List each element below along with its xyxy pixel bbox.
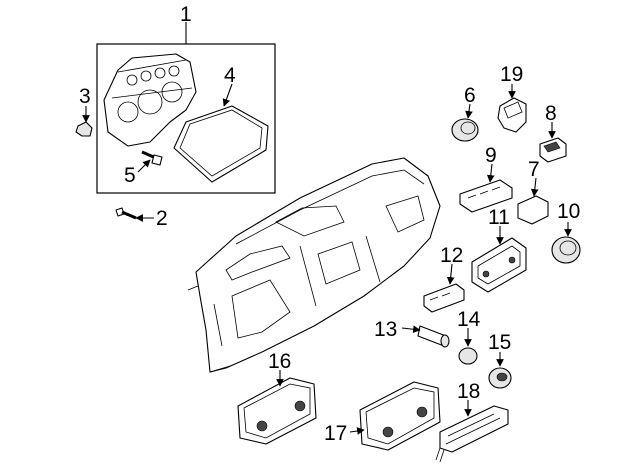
cluster-lens (173, 105, 269, 183)
socket-cap (458, 347, 478, 365)
climate-control-16 (237, 377, 317, 445)
cluster-screw (141, 150, 163, 166)
switch-panel-9 (459, 179, 513, 213)
callout-3: 3 (79, 85, 91, 108)
ignition-switch (497, 97, 527, 133)
callout-9: 9 (485, 144, 497, 167)
power-socket (488, 367, 512, 389)
callout-5: 5 (124, 164, 136, 187)
callout-6: 6 (464, 84, 476, 107)
control-switch-8 (539, 137, 567, 163)
leader-lines (82, 22, 572, 435)
module-7 (517, 195, 549, 225)
callout-15: 15 (488, 331, 511, 354)
callout-19: 19 (500, 63, 523, 86)
retaining-clip (75, 121, 93, 137)
radio-receiver (471, 237, 527, 293)
callout-7: 7 (528, 158, 540, 181)
switch-knob-10 (551, 236, 581, 264)
callout-14: 14 (457, 308, 481, 331)
switch-panel-12 (423, 283, 465, 313)
lighter-element (417, 325, 450, 348)
climate-control-17 (359, 381, 441, 451)
callout-13: 13 (374, 318, 397, 341)
control-module-18 (435, 405, 509, 463)
callout-17: 17 (324, 422, 347, 445)
headlamp-switch-knob (451, 118, 479, 142)
callout-16: 16 (268, 350, 291, 373)
callout-18: 18 (457, 380, 480, 403)
callout-10: 10 (557, 200, 580, 223)
instrument-cluster (103, 53, 197, 147)
callout-12: 12 (440, 244, 463, 267)
instrument-panel (187, 157, 441, 373)
callout-1: 1 (180, 3, 192, 26)
callout-4: 4 (224, 64, 236, 87)
callout-8: 8 (545, 102, 557, 125)
callout-2: 2 (156, 207, 168, 230)
mounting-bolt (115, 207, 137, 220)
callout-11: 11 (488, 206, 510, 229)
